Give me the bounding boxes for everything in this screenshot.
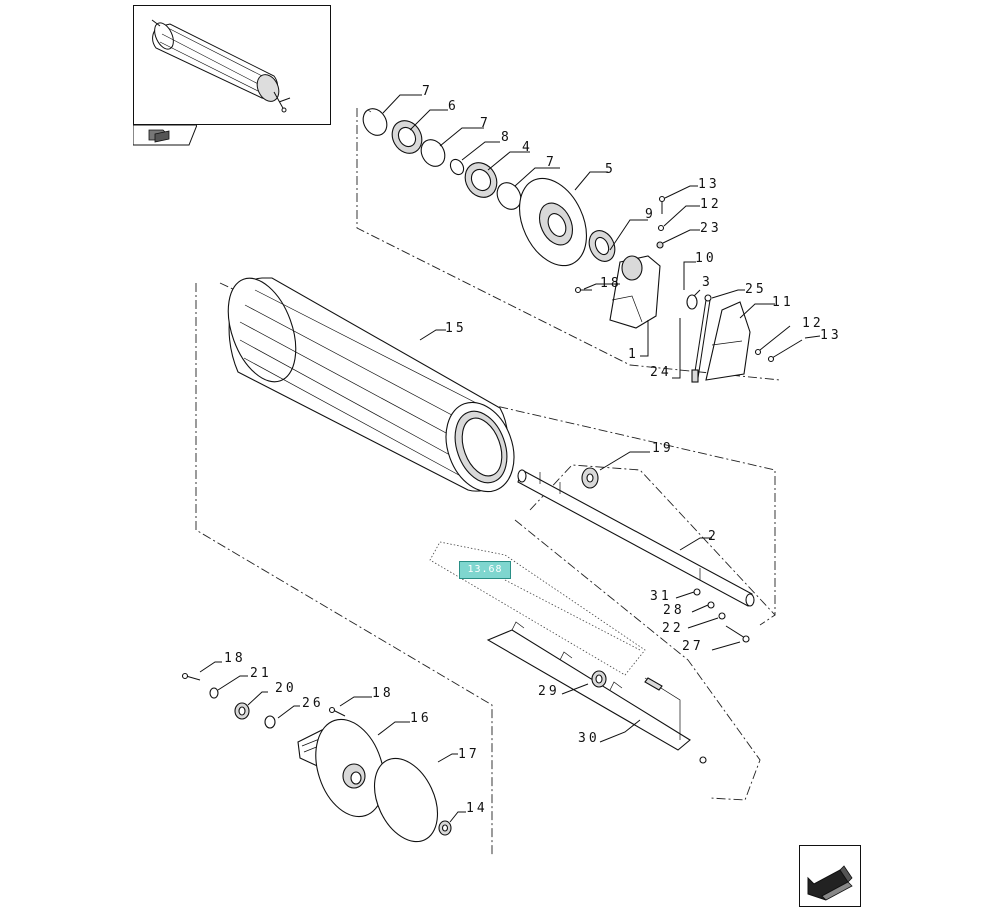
callout-17: 17: [458, 747, 480, 762]
callout-10: 10: [695, 251, 717, 266]
callout-20: 20: [275, 681, 297, 696]
shaft-2: [517, 469, 755, 607]
callout-19: 19: [652, 441, 674, 456]
callout-31: 31: [650, 589, 672, 604]
bushing-19: [581, 467, 599, 489]
roller-15: [227, 277, 515, 493]
callout-11: 11: [772, 295, 794, 310]
callout-3: 3: [702, 275, 713, 290]
bolt-27: [725, 625, 750, 643]
next-page-button[interactable]: [799, 845, 861, 907]
washer-22: [718, 612, 726, 620]
cover-leader: [504, 579, 641, 651]
thumbnail-tab[interactable]: [132, 124, 198, 146]
callout-24: 24: [650, 365, 672, 380]
drive-hub-16: [297, 718, 385, 818]
callout-30: 30: [578, 731, 600, 746]
callout-13: 13: [820, 328, 842, 343]
screw-18c: [328, 706, 346, 717]
callout-21: 21: [250, 666, 272, 681]
washer-12b: [754, 348, 762, 356]
callout-labels: 7 6 7 8 4 7 5 13 12 23 9 10 3 18 25 11 1…: [224, 84, 842, 816]
next-page-arrow-icon: [807, 865, 853, 901]
rod-25: [691, 294, 712, 383]
screw-18a: [574, 286, 592, 294]
bushing-14: [438, 820, 452, 836]
callout-6: 6: [448, 99, 459, 114]
callout-1: 1: [628, 347, 639, 362]
assembly-thumbnail-icon: [151, 19, 291, 113]
washer-31: [693, 588, 701, 596]
bearing-4: [464, 162, 498, 198]
book-page-icon: [132, 124, 198, 146]
callout-7: 7: [546, 155, 557, 170]
oring-3: [686, 294, 698, 310]
washer-21: [209, 687, 219, 699]
washer-12a: [657, 224, 665, 232]
seal-6: [391, 120, 423, 154]
cover-outline: [429, 541, 646, 676]
callout-26: 26: [302, 696, 324, 711]
circlip-7a: [362, 108, 388, 136]
callout-15: 15: [445, 321, 467, 336]
group-outline-shaft: [529, 464, 776, 626]
callout-18: 18: [224, 651, 246, 666]
callout-18: 18: [372, 686, 394, 701]
callout-4: 4: [522, 140, 533, 155]
nut-23: [656, 241, 664, 249]
callout-12: 12: [802, 316, 824, 331]
screw-18b: [181, 672, 201, 681]
callout-27: 27: [682, 639, 704, 654]
circlip-7c: [496, 182, 522, 210]
bolt-13a: [658, 195, 666, 214]
group-outline-main: [195, 283, 493, 855]
group-outline-lower: [514, 519, 761, 801]
callout-12: 12: [700, 197, 722, 212]
bushing-20: [234, 702, 250, 720]
callout-29: 29: [538, 684, 560, 699]
callout-8: 8: [501, 130, 512, 145]
seal-9: [588, 230, 616, 262]
callout-23: 23: [700, 221, 722, 236]
callout-22: 22: [662, 621, 684, 636]
group-outline-upper: [356, 108, 781, 381]
callout-7: 7: [480, 116, 491, 131]
callout-18: 18: [600, 276, 622, 291]
circlip-26: [264, 715, 276, 729]
callout-2: 2: [708, 529, 719, 544]
callout-9: 9: [645, 207, 656, 222]
callout-5: 5: [605, 162, 616, 177]
callout-16: 16: [410, 711, 432, 726]
callout-13: 13: [698, 177, 720, 192]
bushing-29: [591, 670, 607, 688]
assembly-thumbnail[interactable]: [133, 5, 331, 125]
bolt-13b: [767, 339, 803, 363]
bracket-1: [609, 255, 661, 329]
cover-plate-11: [705, 301, 751, 381]
flange-5: [519, 177, 587, 267]
callout-28: 28: [663, 603, 685, 618]
oring-17: [373, 757, 439, 843]
reference-link-badge[interactable]: 13.68: [459, 561, 511, 579]
ring-8: [449, 158, 465, 176]
callout-25: 25: [745, 282, 767, 297]
callout-7: 7: [422, 84, 433, 99]
leader-lines: [199, 94, 821, 823]
circlip-7b: [420, 139, 446, 167]
washer-28: [707, 601, 715, 609]
callout-14: 14: [466, 801, 488, 816]
